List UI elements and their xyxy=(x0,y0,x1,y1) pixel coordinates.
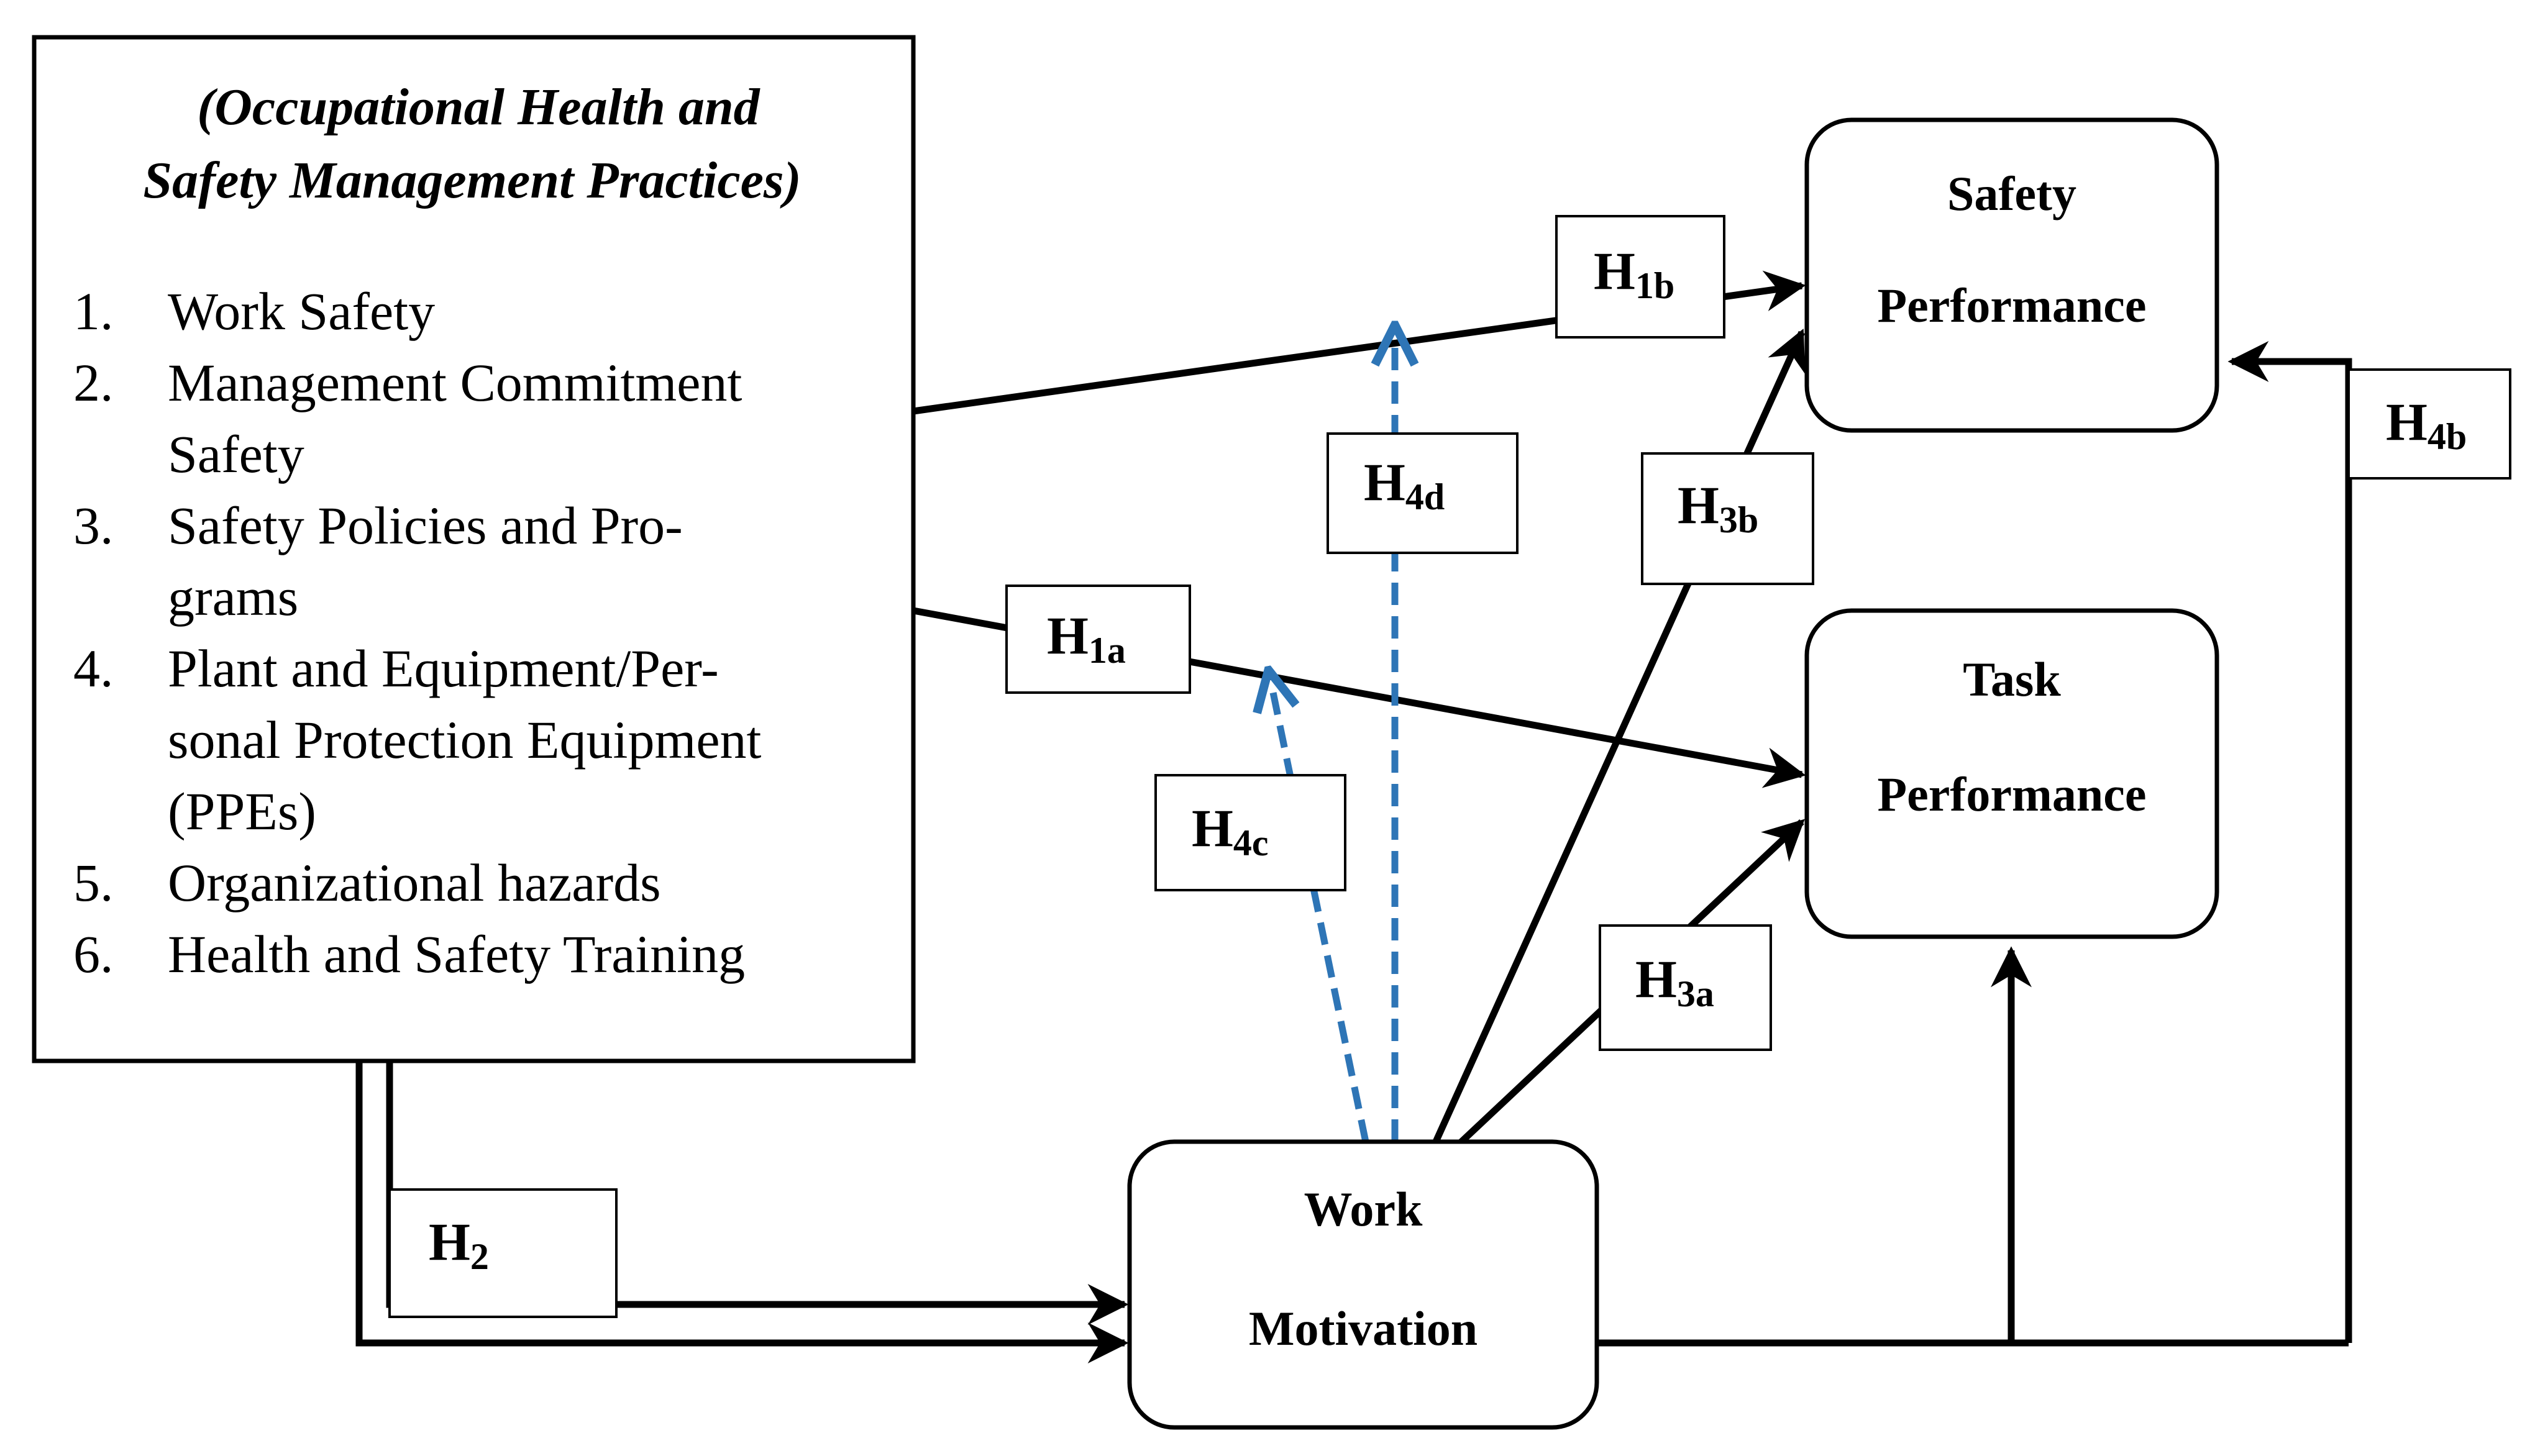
task-performance-label-line2: Performance xyxy=(1877,767,2146,821)
ohs-item-text: grams xyxy=(168,567,298,627)
svg-text:H4b: H4b xyxy=(2386,392,2467,457)
h1b-main: H xyxy=(1594,241,1635,301)
safety-performance-box: Safety Performance xyxy=(1804,117,2219,433)
dashed-moderation-h4c xyxy=(1272,689,1369,1143)
svg-text:H1b: H1b xyxy=(1594,241,1674,306)
svg-text:H4c: H4c xyxy=(1192,798,1269,863)
ohs-item-number: 1. xyxy=(73,281,114,341)
h4b-sub: 4b xyxy=(2428,416,2467,457)
ohs-item-number: 4. xyxy=(73,639,114,698)
ohs-item-text: sonal Protection Equipment xyxy=(168,710,762,770)
ohs-item-text: (PPEs) xyxy=(168,781,316,841)
work-motivation-box: Work Motivation xyxy=(1127,1139,1599,1430)
ohs-item-number: 3. xyxy=(73,496,114,555)
task-performance-box: Task Performance xyxy=(1804,608,2219,939)
hypothesis-h2: H2 xyxy=(388,1188,618,1318)
svg-text:H1a: H1a xyxy=(1047,606,1126,671)
h3b-main: H xyxy=(1678,475,1719,535)
h1a-sub: 1a xyxy=(1089,630,1126,671)
h2-main: H xyxy=(429,1212,470,1272)
h1b-sub: 1b xyxy=(1635,265,1674,306)
ohs-practices-box: (Occupational Health and Safety Manageme… xyxy=(32,35,916,1063)
hypothesis-h4c: H4c xyxy=(1154,774,1346,891)
safety-performance-label-line1: Safety xyxy=(1947,166,2076,221)
ohs-item-number: 6. xyxy=(73,924,114,984)
h4d-sub: 4d xyxy=(1405,476,1445,517)
hypothesis-h3a: H3a xyxy=(1599,924,1772,1051)
hypothesis-h1b: H1b xyxy=(1555,215,1725,339)
path-ohs-to-work-motivation-outer xyxy=(355,1061,1129,1363)
h4d-main: H xyxy=(1364,452,1405,512)
work-motivation-label-line1: Work xyxy=(1304,1182,1423,1236)
ohs-heading-line1: (Occupational Health and xyxy=(197,78,760,136)
work-motivation-label-line2: Motivation xyxy=(1249,1301,1478,1355)
hypothesis-h4b: H4b xyxy=(2347,368,2511,480)
ohs-item-text: Plant and Equipment/Per- xyxy=(168,639,719,698)
hypothesis-h3b: H3b xyxy=(1641,452,1814,585)
path-rail-to-safety-performance xyxy=(2227,341,2352,1343)
moderation-connectors xyxy=(1272,345,1395,1143)
ohs-item-number: 5. xyxy=(73,853,114,912)
h3b-sub: 3b xyxy=(1719,499,1758,540)
ohs-heading-line2: Safety Management Practices) xyxy=(143,152,801,209)
ohs-practice-list: 1. Work Safety 2. Management CommitmentSafe… xyxy=(73,281,762,984)
svg-text:H2: H2 xyxy=(429,1212,489,1277)
task-performance-label-line1: Task xyxy=(1963,652,2061,706)
ohs-item-text: Work Safety xyxy=(168,281,435,341)
h2-sub: 2 xyxy=(470,1236,489,1277)
h4c-sub: 4c xyxy=(1233,822,1269,863)
ohs-item-text: Safety Policies and Pro- xyxy=(168,496,683,555)
h1a-main: H xyxy=(1047,606,1089,665)
svg-text:H3a: H3a xyxy=(1635,949,1714,1014)
h4b-main: H xyxy=(2386,392,2428,452)
ohs-item-text: Safety xyxy=(168,424,304,484)
h4c-main: H xyxy=(1192,798,1233,858)
h3a-sub: 3a xyxy=(1677,973,1714,1014)
svg-text:H4d: H4d xyxy=(1364,452,1445,517)
ohs-item-text: Organizational hazards xyxy=(168,853,661,912)
ohs-item-text: Health and Safety Training xyxy=(168,924,745,984)
hypothesis-h1a: H1a xyxy=(1005,585,1191,694)
svg-text:H3b: H3b xyxy=(1678,475,1758,540)
ohs-item-number: 2. xyxy=(73,353,114,412)
h3a-main: H xyxy=(1635,949,1677,1009)
hypothesis-h4d: H4d xyxy=(1327,432,1519,554)
ohs-item-text: Management Commitment xyxy=(168,353,742,412)
safety-performance-label-line2: Performance xyxy=(1877,278,2146,332)
